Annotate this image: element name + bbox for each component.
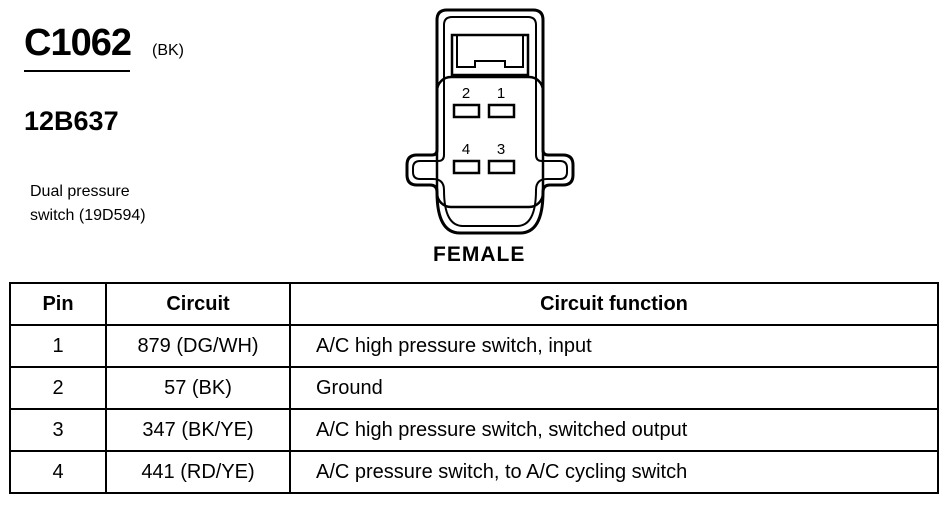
cell-function: Ground bbox=[289, 366, 939, 410]
cell-circuit: 57 (BK) bbox=[105, 366, 291, 410]
pin-label: 2 bbox=[462, 85, 470, 102]
description-line-2: switch (19D594) bbox=[30, 207, 146, 224]
pin-label: 1 bbox=[497, 85, 505, 102]
pin-cavity-body bbox=[435, 75, 545, 209]
cell-function: A/C pressure switch, to A/C cycling swit… bbox=[289, 450, 939, 494]
pin-cavity-3 bbox=[487, 159, 516, 175]
pin-label: 4 bbox=[462, 141, 470, 158]
connector-color-code: (BK) bbox=[152, 42, 184, 59]
cell-circuit: 347 (BK/YE) bbox=[105, 408, 291, 452]
pin-cavity-4 bbox=[452, 159, 481, 175]
cell-circuit: 879 (DG/WH) bbox=[105, 324, 291, 368]
table-header-row: Pin Circuit Circuit function bbox=[9, 282, 939, 326]
cell-pin: 1 bbox=[9, 324, 107, 368]
connector-housing-outer bbox=[405, 8, 575, 235]
pinout-table: Pin Circuit Circuit function 1 879 (DG/W… bbox=[9, 282, 939, 494]
cell-pin: 3 bbox=[9, 408, 107, 452]
part-number: 12B637 bbox=[24, 106, 119, 136]
pin-cavity-1 bbox=[487, 103, 516, 119]
pin-label: 3 bbox=[497, 141, 505, 158]
connector-id-underline bbox=[24, 70, 130, 72]
description-line-1: Dual pressure bbox=[30, 183, 130, 200]
table-row: 3 347 (BK/YE) A/C high pressure switch, … bbox=[9, 408, 939, 452]
pin-cavity-2 bbox=[452, 103, 481, 119]
component-description: Dual pressure switch (19D594) bbox=[30, 180, 146, 228]
cell-function: A/C high pressure switch, input bbox=[289, 324, 939, 368]
cell-pin: 4 bbox=[9, 450, 107, 494]
connector-gender-label: FEMALE bbox=[433, 243, 526, 266]
header-pin: Pin bbox=[9, 282, 107, 326]
table-row: 4 441 (RD/YE) A/C pressure switch, to A/… bbox=[9, 450, 939, 494]
locking-tab-latch bbox=[456, 35, 524, 68]
locking-tab bbox=[450, 33, 530, 77]
header-circuit: Circuit bbox=[105, 282, 291, 326]
table-row: 1 879 (DG/WH) A/C high pressure switch, … bbox=[9, 324, 939, 368]
connector-face-diagram: 2 1 4 3 bbox=[405, 8, 575, 235]
header-circuit-function: Circuit function bbox=[289, 282, 939, 326]
table-row: 2 57 (BK) Ground bbox=[9, 366, 939, 410]
cell-function: A/C high pressure switch, switched outpu… bbox=[289, 408, 939, 452]
cell-circuit: 441 (RD/YE) bbox=[105, 450, 291, 494]
connector-id: C1062 bbox=[24, 22, 132, 64]
cell-pin: 2 bbox=[9, 366, 107, 410]
